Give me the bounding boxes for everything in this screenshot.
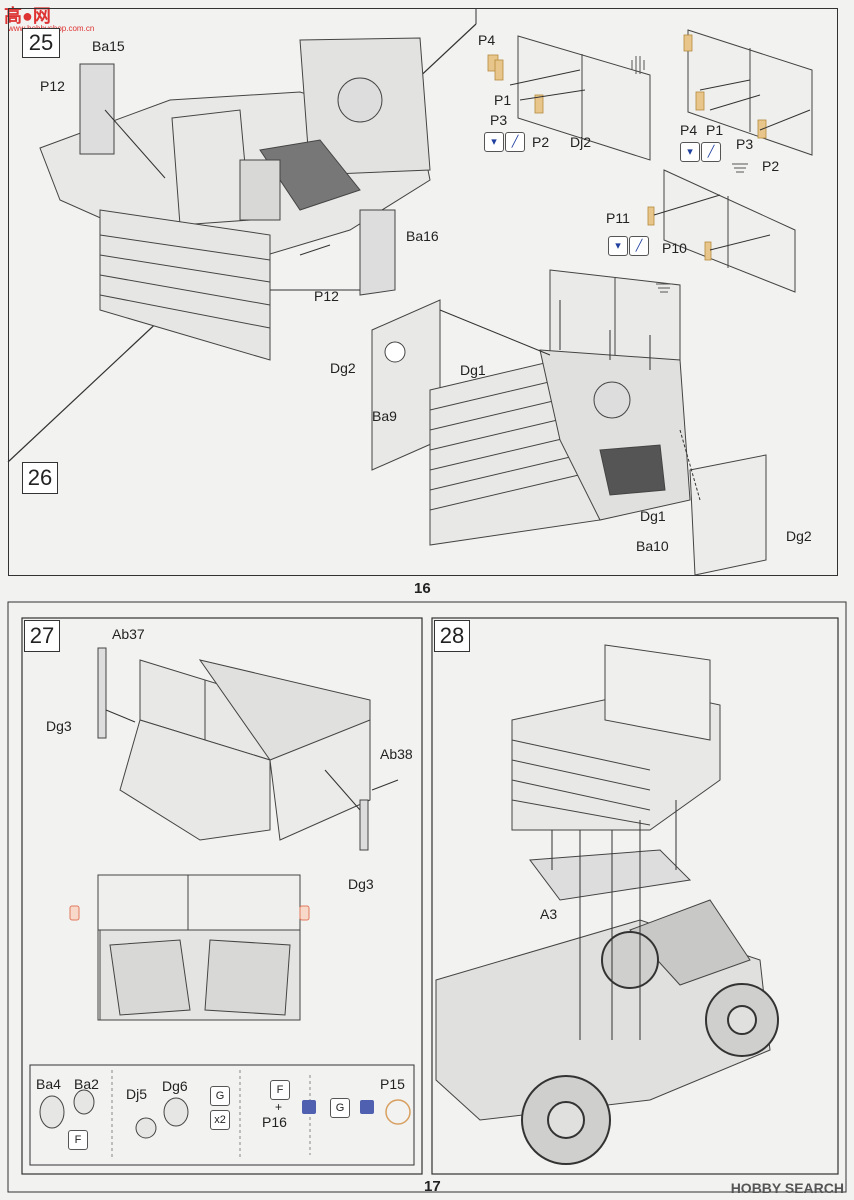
legend-ba4: Ba4 — [36, 1076, 61, 1092]
label-dg2-left: Dg2 — [330, 360, 356, 376]
page-number-17: 17 — [424, 1178, 441, 1195]
step25-drawing — [39, 37, 431, 361]
label-p1-right: P1 — [706, 122, 724, 138]
legend-sprue-g2: G — [330, 1098, 350, 1118]
legend-plus: + — [275, 1100, 283, 1114]
legend-dj5: Dj5 — [126, 1086, 148, 1102]
label-p4-right: P4 — [680, 122, 698, 138]
label-a3: A3 — [540, 906, 558, 922]
glue-icon-bottom: ▾ — [608, 236, 628, 256]
label-ab37: Ab37 — [112, 626, 145, 642]
label-ba10: Ba10 — [636, 538, 669, 554]
brush-icon-bottom: ╱ — [629, 236, 649, 256]
step-number-27: 27 — [24, 620, 60, 652]
step28-frame — [431, 617, 839, 1175]
label-p3-right: P3 — [736, 136, 754, 152]
hobby-search-watermark: HOBBY SEARCH — [730, 1180, 844, 1196]
label-p12-top: P12 — [40, 78, 65, 94]
label-p4-left: P4 — [478, 32, 496, 48]
label-p12-bottom: P12 — [314, 288, 339, 304]
label-p2-left: P2 — [532, 134, 550, 150]
legend-p15: P15 — [380, 1076, 405, 1092]
label-ba15: Ba15 — [92, 38, 125, 54]
brush-icon-left: ╱ — [505, 132, 525, 152]
legend-box — [29, 1064, 415, 1166]
label-p1-left: P1 — [494, 92, 512, 108]
page-number-16: 16 — [414, 580, 431, 597]
glue-icon-left: ▾ — [484, 132, 504, 152]
step-number-25: 25 — [22, 28, 60, 58]
label-dj2: Dj2 — [570, 134, 592, 150]
label-dg1-left: Dg1 — [460, 362, 486, 378]
label-ba9: Ba9 — [372, 408, 397, 424]
glue-icon-right: ▾ — [680, 142, 700, 162]
label-dg3-top: Dg3 — [46, 718, 72, 734]
step-number-28: 28 — [434, 620, 470, 652]
step-number-26: 26 — [22, 462, 58, 494]
legend-sprue-g1: G — [210, 1086, 230, 1106]
legend-sprue-f1: F — [68, 1130, 88, 1150]
step26-drawing — [371, 269, 767, 576]
label-p3-left: P3 — [490, 112, 508, 128]
label-p2-right: P2 — [762, 158, 780, 174]
step27-drawing — [97, 647, 371, 1021]
label-p11: P11 — [606, 210, 630, 226]
legend-p16: P16 — [262, 1114, 287, 1130]
label-ab38: Ab38 — [380, 746, 413, 762]
legend-ba2: Ba2 — [74, 1076, 99, 1092]
label-dg1-right: Dg1 — [640, 508, 666, 524]
legend-x2: x2 — [210, 1110, 230, 1130]
legend-sprue-f2: F — [270, 1080, 290, 1100]
step27-frame — [21, 617, 423, 1175]
label-p10: P10 — [662, 240, 687, 256]
step28-drawing — [435, 644, 771, 1121]
label-dg3-bottom: Dg3 — [348, 876, 374, 892]
brush-icon-right: ╱ — [701, 142, 721, 162]
label-ba16: Ba16 — [406, 228, 439, 244]
top-page-frame — [8, 8, 838, 576]
windshield-panels — [517, 29, 813, 293]
label-dg2-right: Dg2 — [786, 528, 812, 544]
bottom-page-frame — [7, 601, 847, 1193]
legend-dg6: Dg6 — [162, 1078, 188, 1094]
site-logo: 高●网 — [4, 6, 51, 26]
